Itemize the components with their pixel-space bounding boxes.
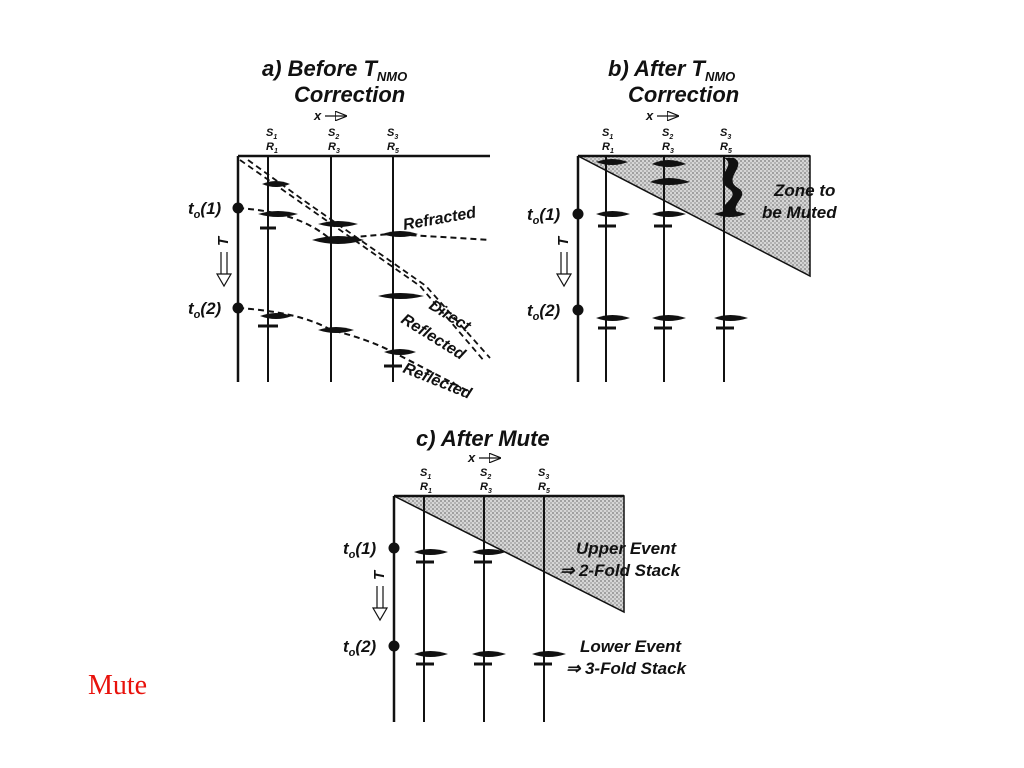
panel-a: a) Before TNMO Correction x S1 R1 S2 R3 … (188, 56, 491, 403)
svg-text:R3: R3 (480, 481, 492, 495)
panel-b: b) After TNMO Correction x S1 R1 S2 R3 S… (527, 56, 837, 382)
panel-b-t0-2-label: to(2) (527, 301, 561, 323)
panel-a-offset-label: x (313, 108, 322, 123)
svg-text:S2: S2 (328, 127, 339, 141)
svg-text:R5: R5 (720, 141, 732, 155)
panel-a-t0-1-label: to(1) (188, 199, 222, 221)
svg-text:R3: R3 (662, 141, 674, 155)
svg-text:R5: R5 (538, 481, 550, 495)
slide-caption: Mute (88, 670, 148, 701)
svg-text:R1: R1 (420, 481, 432, 495)
panel-c-time-label: T (371, 569, 388, 580)
panel-a-direct-curve-2 (247, 159, 491, 359)
panel-b-time-arrow (555, 252, 573, 288)
panel-b-t0-2-dot (572, 304, 584, 316)
svg-text:S1: S1 (420, 467, 431, 481)
svg-text:S3: S3 (538, 467, 549, 481)
panel-c-t0-1-label: to(1) (343, 539, 377, 561)
svg-text:S2: S2 (662, 127, 673, 141)
panel-c: c) After Mute x S1 R1 S2 R3 S3 R5 to(1) … (343, 426, 688, 722)
panel-b-stretched-wavelet (722, 158, 743, 214)
panel-b-title: b) After TNMO (608, 56, 735, 84)
panel-c-offset-label: x (467, 450, 476, 465)
panel-b-trace-labels: S1 R1 S2 R3 S3 R5 (602, 127, 732, 155)
panel-a-title-line2: Correction (294, 82, 405, 107)
panel-c-lower-event-line1: Lower Event (580, 637, 682, 656)
panel-b-t0-1-dot (572, 208, 584, 220)
panel-b-zone-label-line2: be Muted (762, 203, 837, 222)
svg-text:R3: R3 (328, 141, 340, 155)
panel-c-lower-event-line2: ⇒ 3-Fold Stack (566, 659, 688, 678)
svg-text:R1: R1 (602, 141, 614, 155)
svg-text:R5: R5 (387, 141, 399, 155)
panel-a-title: a) Before TNMO (262, 56, 407, 84)
panel-a-t0-2-label: to(2) (188, 299, 222, 321)
panel-b-t0-1-label: to(1) (527, 205, 561, 227)
svg-text:R1: R1 (266, 141, 278, 155)
panel-c-time-arrow (371, 586, 389, 622)
panel-a-time-arrow (215, 252, 233, 288)
panel-b-title-line2: Correction (628, 82, 739, 107)
panel-a-reflected-curve (237, 307, 471, 393)
panel-a-trace-labels: S1 R1 S2 R3 S3 R5 (266, 127, 399, 155)
panel-c-upper-event-line1: Upper Event (576, 539, 677, 558)
svg-text:S3: S3 (387, 127, 398, 141)
panel-b-zone-label-line1: Zone to (773, 181, 835, 200)
panel-c-t0-2-dot (388, 640, 400, 652)
svg-text:S3: S3 (720, 127, 731, 141)
panel-c-trace-labels: S1 R1 S2 R3 S3 R5 (420, 467, 550, 495)
panel-c-title: c) After Mute (416, 426, 550, 451)
panel-c-wavelets (414, 549, 566, 666)
panel-a-reflected-lower-label: Reflected (401, 360, 475, 403)
panel-a-time-label: T (215, 235, 232, 246)
panel-a-direct-curve-1 (239, 159, 486, 363)
panel-a-refracted-label: Refracted (402, 204, 479, 234)
panel-c-upper-event-line2: ⇒ 2-Fold Stack (560, 561, 682, 580)
panel-c-t0-2-label: to(2) (343, 637, 377, 659)
panel-b-offset-label: x (645, 108, 654, 123)
panel-a-wavelets (258, 181, 424, 368)
panel-c-t0-1-dot (388, 542, 400, 554)
svg-text:S2: S2 (480, 467, 491, 481)
panel-b-wavelets (596, 158, 748, 330)
svg-text:S1: S1 (602, 127, 613, 141)
panel-b-time-label: T (555, 235, 572, 246)
svg-text:S1: S1 (266, 127, 277, 141)
